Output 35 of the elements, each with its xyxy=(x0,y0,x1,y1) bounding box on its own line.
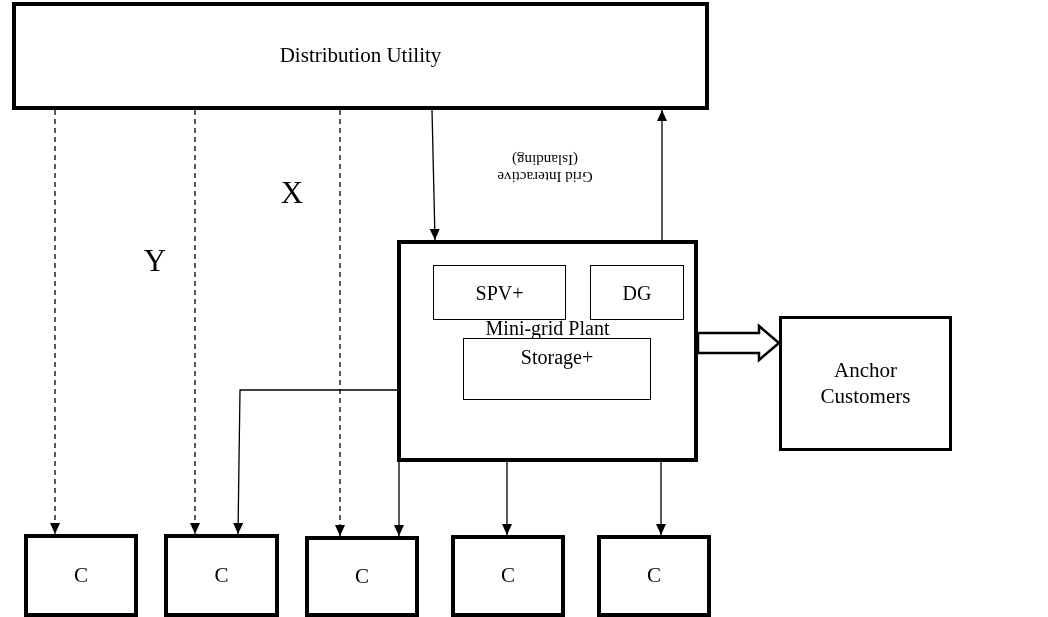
dashed-arrow xyxy=(190,109,200,535)
hollow-arrow xyxy=(696,323,781,363)
node-label: DG xyxy=(622,280,652,305)
node-label: C xyxy=(355,563,369,590)
dashed-arrow xyxy=(335,109,345,537)
inverted-note: Grid Interactive (Islanding) xyxy=(496,150,594,185)
arrow xyxy=(394,461,404,537)
component-box xyxy=(463,338,651,400)
component-box xyxy=(590,265,684,320)
block-box xyxy=(24,534,138,617)
block-box xyxy=(451,535,565,617)
block-box xyxy=(597,535,711,617)
node-label: C xyxy=(647,563,661,589)
block-box xyxy=(305,536,419,617)
arrow xyxy=(502,461,512,536)
component-box xyxy=(433,265,566,320)
arrow xyxy=(233,389,398,535)
block-box xyxy=(164,534,279,617)
block-box xyxy=(12,2,709,110)
line-label: Y xyxy=(142,243,168,279)
node-label: Storage+ xyxy=(520,345,594,369)
node-label: Anchor Customers xyxy=(819,358,912,409)
node-label: C xyxy=(501,563,515,589)
arrow xyxy=(656,461,666,536)
block-box xyxy=(397,240,698,462)
line-label: X xyxy=(279,175,305,211)
node-label: C xyxy=(74,562,88,589)
node-label: C xyxy=(214,562,229,589)
node-label: Mini-grid Plant xyxy=(484,316,611,340)
node-label: SPV+ xyxy=(475,280,524,305)
block-box xyxy=(779,316,952,451)
dashed-arrow xyxy=(50,109,60,535)
node-label: Distribution Utility xyxy=(279,43,442,69)
arrow xyxy=(429,109,440,241)
arrow xyxy=(657,109,667,241)
